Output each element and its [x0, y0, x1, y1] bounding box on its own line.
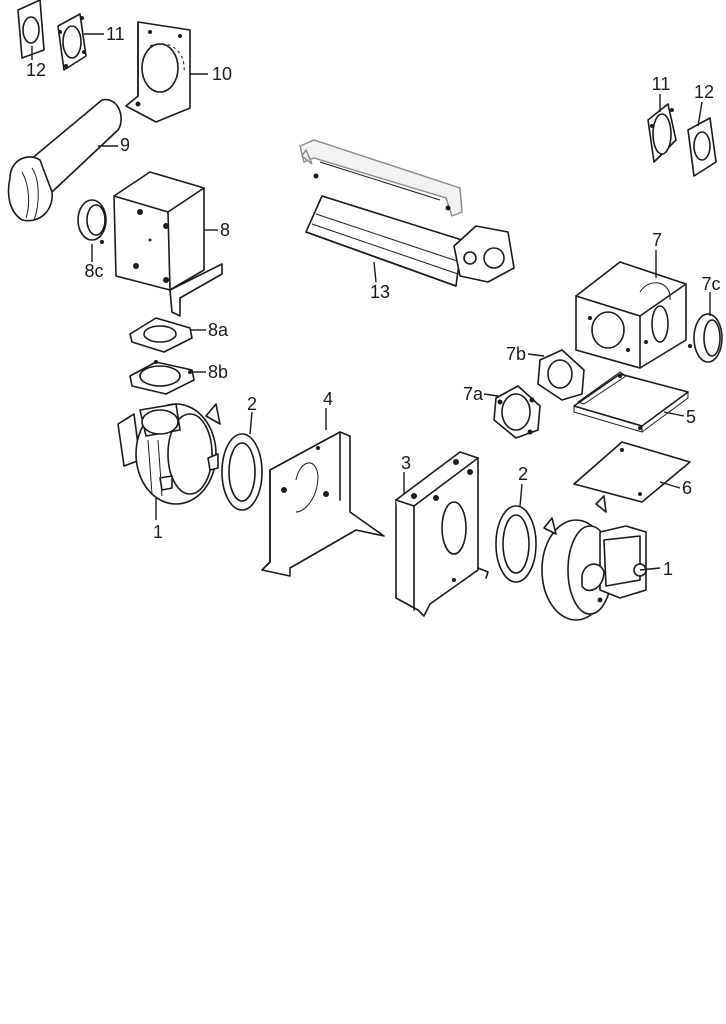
callout-8a: 8a — [208, 320, 229, 340]
callout-12-right: 12 — [694, 82, 714, 102]
callout-4: 4 — [323, 389, 333, 409]
part-1-blower-left — [117, 403, 221, 505]
part-1-blower-right — [541, 495, 647, 621]
part-12-gasket-right — [687, 117, 717, 177]
part-4-bracket — [261, 431, 385, 577]
callout-10: 10 — [212, 64, 232, 84]
callout-7c: 7c — [701, 274, 720, 294]
part-8b-gasket — [129, 360, 195, 395]
part-13-tangential-fan — [299, 139, 515, 287]
part-11-flange-left — [57, 13, 87, 71]
part-7-box — [575, 261, 687, 369]
part-7b-plate — [537, 349, 585, 401]
callout-2-right: 2 — [518, 464, 528, 484]
callout-1-right: 1 — [663, 559, 673, 579]
callout-12-left: 12 — [26, 60, 46, 80]
leader-lines — [31, 33, 711, 571]
callout-7a: 7a — [463, 384, 484, 404]
callout-5: 5 — [686, 407, 696, 427]
callout-8b: 8b — [208, 362, 228, 382]
callout-1-left: 1 — [153, 522, 163, 542]
callout-9: 9 — [120, 135, 130, 155]
part-8a-gasket — [129, 317, 193, 353]
part-9-duct-elbow — [7, 98, 122, 222]
part-7c-sleeve — [688, 313, 723, 363]
part-6-panel — [573, 441, 691, 503]
callout-11-right: 11 — [652, 74, 671, 94]
callout-8c: 8c — [84, 261, 103, 281]
callout-13: 13 — [370, 282, 390, 302]
part-8c-sleeve — [77, 199, 107, 244]
callout-7b: 7b — [506, 344, 526, 364]
part-2-gasket-ring-right — [495, 505, 537, 583]
callout-6: 6 — [682, 478, 692, 498]
part-2-gasket-ring-left — [221, 433, 263, 511]
callout-2-left: 2 — [247, 394, 257, 414]
part-8-box — [113, 171, 223, 317]
part-3-housing-plate — [395, 451, 489, 617]
callout-3: 3 — [401, 453, 411, 473]
callout-8: 8 — [220, 220, 230, 240]
callout-11-left: 11 — [106, 24, 125, 44]
part-11-flange-right — [647, 103, 677, 163]
callout-7: 7 — [652, 230, 662, 250]
part-10-collar-bracket — [125, 21, 191, 123]
part-5-panel — [573, 371, 689, 433]
part-7a-flange — [493, 385, 541, 439]
part-12-gasket-left — [17, 0, 45, 59]
